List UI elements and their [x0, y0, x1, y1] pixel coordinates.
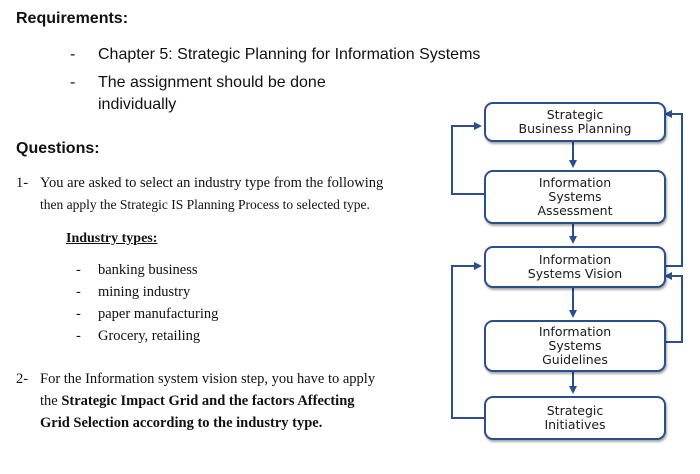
- question-number: 1-: [16, 175, 29, 191]
- question-text-line: the Strategic Impact Grid and the factor…: [40, 390, 436, 412]
- diagram-box-is-assessment: Information Systems Assessment: [484, 170, 666, 224]
- requirement-item: - The assignment should be done individu…: [70, 72, 510, 116]
- question-text: For the Information system vision step, …: [40, 371, 376, 387]
- feedback-arrow-right-top: [662, 110, 683, 267]
- feedback-arrow-left-top: [451, 122, 484, 195]
- question-bold-text: Grid Selection according to the industry…: [40, 415, 323, 431]
- requirements-heading: Requirements:: [16, 10, 129, 27]
- industry-type-text: paper manufacturing: [98, 306, 219, 322]
- dash-bullet: -: [76, 328, 81, 344]
- question-bold-text: Strategic Impact Grid and the factors Af…: [61, 393, 355, 409]
- industry-type-text: banking business: [98, 262, 198, 278]
- list-item: - mining industry: [76, 281, 218, 303]
- dash-bullet: -: [76, 262, 81, 278]
- strategic-is-planning-diagram: Strategic Business Planning Information …: [430, 90, 700, 450]
- diagram-box-label: Information Systems Guidelines: [538, 324, 612, 367]
- question-1: 1- You are asked to select an industry t…: [16, 172, 436, 216]
- questions-heading: Questions:: [16, 140, 100, 157]
- dash-bullet: -: [76, 306, 81, 322]
- diagram-connectors: [451, 110, 683, 419]
- diagram-box-label: Strategic Initiatives: [544, 403, 606, 432]
- question-text: the: [40, 393, 62, 409]
- dash-bullet: -: [76, 284, 81, 300]
- feedback-arrow-right-bottom: [662, 272, 683, 343]
- feedback-arrow-left-bottom: [451, 262, 484, 419]
- list-item: - banking business: [76, 259, 218, 281]
- industry-types-heading: Industry types:: [66, 231, 158, 246]
- diagram-box-is-vision: Information Systems Vision: [484, 246, 666, 288]
- requirement-text: The assignment should be done individual…: [98, 74, 326, 113]
- question-text: then apply the Strategic IS Planning Pro…: [40, 197, 370, 212]
- list-item: - paper manufacturing: [76, 303, 218, 325]
- dash-bullet: -: [70, 74, 76, 91]
- diagram-box-label: Strategic Business Planning: [518, 107, 632, 136]
- dash-bullet: -: [70, 46, 76, 63]
- question-number: 2-: [16, 371, 29, 387]
- question-text: You are asked to select an industry type…: [40, 175, 384, 191]
- industry-types-list: - banking business - mining industry - p…: [76, 259, 218, 347]
- diagram-box-label: Information Systems Assessment: [537, 175, 613, 218]
- diagram-box-label: Information Systems Vision: [527, 252, 623, 281]
- requirements-list: - Chapter 5: Strategic Planning for Info…: [70, 44, 510, 122]
- diagram-box-strategic-initiatives: Strategic Initiatives: [484, 396, 666, 440]
- requirement-item: - Chapter 5: Strategic Planning for Info…: [70, 44, 510, 66]
- question-2: 2- For the Information system vision ste…: [16, 368, 436, 434]
- industry-type-text: mining industry: [98, 284, 191, 300]
- list-item: - Grocery, retailing: [76, 325, 218, 347]
- diagram-box-strategic-business-planning: Strategic Business Planning: [484, 102, 666, 142]
- requirement-text: Chapter 5: Strategic Planning for Inform…: [98, 46, 481, 63]
- diagram-box-is-guidelines: Information Systems Guidelines: [484, 320, 666, 372]
- industry-type-text: Grocery, retailing: [98, 328, 201, 344]
